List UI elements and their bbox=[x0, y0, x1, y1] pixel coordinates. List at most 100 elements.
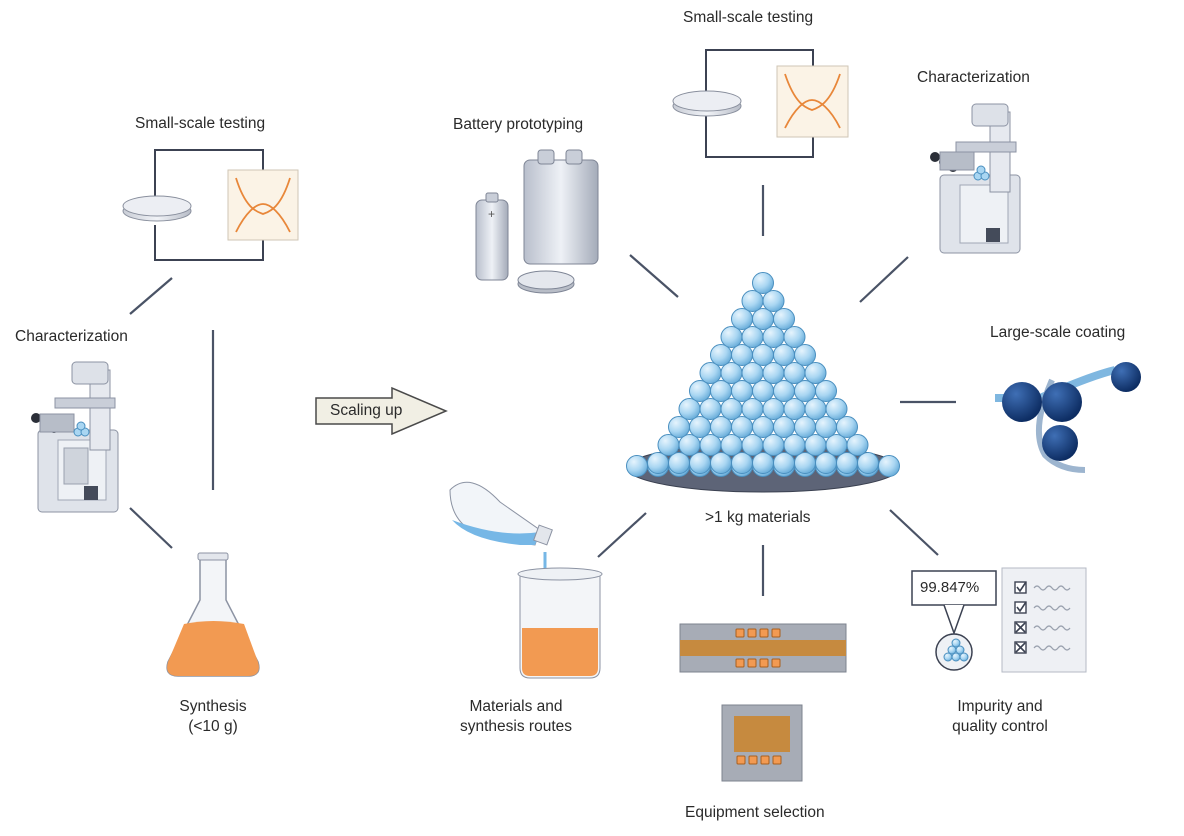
material-sphere bbox=[689, 452, 711, 474]
label-scaling-up: Scaling up bbox=[330, 402, 403, 419]
material-sphere bbox=[741, 434, 764, 456]
material-sphere bbox=[626, 455, 648, 477]
material-sphere bbox=[731, 452, 753, 474]
charge-curve-icon bbox=[227, 169, 299, 241]
material-sphere bbox=[699, 434, 722, 456]
material-sphere bbox=[689, 380, 711, 402]
label-large-scale-coating: Large-scale coating bbox=[990, 324, 1126, 341]
material-sphere bbox=[762, 398, 785, 420]
material-sphere bbox=[773, 416, 795, 438]
material-pile bbox=[626, 272, 900, 493]
label-impurity-line1: Impurity and bbox=[957, 698, 1043, 715]
material-sphere bbox=[752, 380, 774, 402]
material-sphere bbox=[804, 434, 827, 456]
material-sphere bbox=[668, 416, 690, 438]
material-sphere bbox=[647, 452, 669, 474]
label-impurity: Impurity and quality control bbox=[930, 697, 1070, 737]
label-materials-routes-line1: Materials and bbox=[469, 698, 563, 715]
material-sphere bbox=[710, 452, 732, 474]
material-sphere bbox=[804, 398, 827, 420]
material-sphere bbox=[752, 272, 774, 294]
material-sphere bbox=[815, 452, 837, 474]
microscope-icon-right bbox=[930, 103, 1021, 254]
material-sphere bbox=[731, 308, 753, 330]
connector-lines bbox=[129, 185, 956, 596]
material-sphere bbox=[857, 452, 879, 474]
material-sphere bbox=[710, 380, 732, 402]
label-synthesis-line2: (<10 g) bbox=[188, 718, 238, 735]
material-sphere bbox=[731, 416, 753, 438]
material-sphere bbox=[741, 326, 764, 348]
material-sphere bbox=[720, 398, 743, 420]
material-sphere bbox=[752, 308, 774, 330]
press-equipment-icon bbox=[679, 623, 847, 782]
label-characterization-right: Characterization bbox=[917, 69, 1030, 86]
material-sphere bbox=[752, 344, 774, 366]
material-sphere bbox=[699, 398, 722, 420]
material-sphere bbox=[699, 362, 722, 384]
label-synthesis: Synthesis (<10 g) bbox=[163, 697, 263, 737]
material-sphere bbox=[794, 416, 816, 438]
material-sphere bbox=[794, 344, 816, 366]
material-sphere bbox=[773, 380, 795, 402]
label-materials-routes: Materials and synthesis routes bbox=[441, 697, 591, 737]
microscope-icon bbox=[31, 361, 119, 513]
material-sphere bbox=[846, 434, 869, 456]
material-sphere bbox=[825, 398, 848, 420]
flask-icon bbox=[166, 552, 260, 677]
material-sphere bbox=[773, 344, 795, 366]
material-sphere bbox=[836, 452, 858, 474]
material-sphere bbox=[710, 416, 732, 438]
battery-icon: + bbox=[475, 149, 599, 294]
label-small-scale-testing-top: Small-scale testing bbox=[683, 9, 814, 26]
label-battery-prototyping: Battery prototyping bbox=[453, 116, 584, 133]
material-sphere bbox=[878, 455, 900, 477]
material-sphere bbox=[731, 344, 753, 366]
material-sphere bbox=[657, 434, 680, 456]
material-sphere bbox=[689, 416, 711, 438]
label-small-scale-testing-left: Small-scale testing bbox=[135, 115, 266, 132]
material-sphere bbox=[783, 362, 806, 384]
material-sphere bbox=[773, 452, 795, 474]
circuit-left bbox=[122, 149, 264, 261]
label-synthesis-line1: Synthesis bbox=[179, 698, 247, 715]
material-sphere bbox=[794, 380, 816, 402]
label-equipment-selection: Equipment selection bbox=[685, 804, 825, 821]
charge-curve-icon-top bbox=[776, 65, 849, 138]
material-sphere bbox=[731, 380, 753, 402]
label-materials-center: >1 kg materials bbox=[705, 509, 811, 526]
material-sphere bbox=[762, 290, 785, 312]
material-sphere bbox=[741, 398, 764, 420]
material-sphere bbox=[720, 326, 743, 348]
label-materials-routes-line2: synthesis routes bbox=[460, 718, 572, 735]
material-sphere bbox=[825, 434, 848, 456]
material-sphere bbox=[741, 290, 764, 312]
material-sphere bbox=[804, 362, 827, 384]
checklist-icon bbox=[911, 567, 1087, 673]
material-sphere bbox=[752, 452, 774, 474]
material-sphere bbox=[815, 380, 837, 402]
material-sphere bbox=[710, 344, 732, 366]
label-impurity-line2: quality control bbox=[952, 718, 1048, 735]
circuit-top bbox=[672, 49, 814, 158]
material-sphere bbox=[720, 434, 743, 456]
material-sphere bbox=[836, 416, 858, 438]
svg-text:+: + bbox=[488, 207, 495, 221]
beaker-icon bbox=[449, 481, 603, 679]
material-sphere bbox=[668, 452, 690, 474]
material-sphere bbox=[678, 434, 701, 456]
material-sphere bbox=[783, 434, 806, 456]
roller-coater-icon bbox=[995, 362, 1141, 473]
purity-value: 99.847% bbox=[920, 579, 980, 596]
material-sphere bbox=[741, 362, 764, 384]
scaling-up-arrow bbox=[315, 386, 448, 436]
label-characterization-left: Characterization bbox=[15, 328, 128, 345]
material-sphere bbox=[773, 308, 795, 330]
material-sphere bbox=[762, 362, 785, 384]
material-sphere bbox=[720, 362, 743, 384]
material-sphere bbox=[783, 326, 806, 348]
material-sphere bbox=[815, 416, 837, 438]
material-sphere bbox=[794, 452, 816, 474]
material-sphere bbox=[762, 434, 785, 456]
